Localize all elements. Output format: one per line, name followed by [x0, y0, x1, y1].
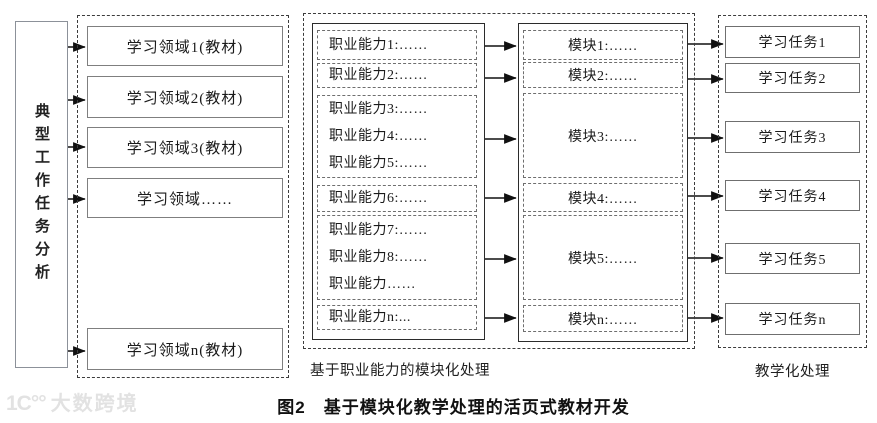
figure-caption: 图2 基于模块化教学处理的活页式教材开发	[277, 398, 630, 417]
capability-group-3: 职业能力3:…… 职业能力4:…… 职业能力5:……	[317, 95, 477, 178]
learning-field-box-3: 学习领域3(教材)	[87, 127, 283, 168]
capability-item: 职业能力4:……	[329, 129, 428, 144]
module-box-5: 模块5:……	[523, 215, 683, 300]
learning-field-box-n: 学习领域n(教材)	[87, 328, 283, 370]
learning-task-box-1: 学习任务1	[725, 26, 860, 58]
module-box-n: 模块n:……	[523, 305, 683, 332]
learning-fields-container	[77, 15, 289, 378]
learning-task-box-3: 学习任务3	[725, 121, 860, 153]
typical-work-task-analysis-box: 典型工作任务分析	[15, 21, 68, 368]
capability-item: 职业能力5:……	[329, 156, 428, 171]
capability-group-4: 职业能力6:……	[317, 185, 477, 212]
module-box-1: 模块1:……	[523, 30, 683, 60]
learning-task-box-4: 学习任务4	[725, 180, 860, 211]
pedagogization-label: 教学化处理	[755, 364, 830, 380]
watermark: 1C°° 大数跨境	[6, 387, 139, 416]
capability-item: 职业能力8:……	[329, 250, 428, 265]
modularization-label: 基于职业能力的模块化处理	[310, 363, 490, 379]
module-box-4: 模块4:……	[523, 183, 683, 212]
capability-group-n: 职业能力n:...	[317, 305, 477, 330]
modules-box	[518, 23, 688, 342]
learning-task-box-5: 学习任务5	[725, 243, 860, 274]
learning-field-box-2: 学习领域2(教材)	[87, 76, 283, 118]
learning-field-box-1: 学习领域1(教材)	[87, 26, 283, 66]
capabilities-box	[312, 23, 485, 340]
capability-group-2: 职业能力2:……	[317, 63, 477, 88]
capability-group-5: 职业能力7:…… 职业能力8:…… 职业能力……	[317, 215, 477, 300]
capability-item: 职业能力7:……	[329, 223, 428, 238]
learning-tasks-container	[718, 15, 867, 348]
capability-item: 职业能力3:……	[329, 102, 428, 117]
capability-item: 职业能力2:……	[329, 68, 428, 83]
capability-item: 职业能力……	[329, 277, 416, 292]
learning-task-box-2: 学习任务2	[725, 63, 860, 93]
watermark-logo-icon: 1C°°	[6, 392, 47, 415]
watermark-text: 大数跨境	[50, 393, 139, 415]
capability-group-1: 职业能力1:……	[317, 30, 477, 60]
analysis-label: 典型工作任务分析	[33, 102, 49, 287]
module-box-3: 模块3:……	[523, 93, 683, 178]
module-box-2: 模块2:……	[523, 62, 683, 88]
learning-task-box-n: 学习任务n	[725, 303, 860, 335]
learning-field-box-ellipsis: 学习领域……	[87, 178, 283, 218]
modularization-container	[303, 13, 695, 349]
capability-item: 职业能力6:……	[329, 191, 428, 206]
capability-item: 职业能力n:...	[329, 310, 411, 325]
capability-item: 职业能力1:……	[329, 37, 428, 53]
